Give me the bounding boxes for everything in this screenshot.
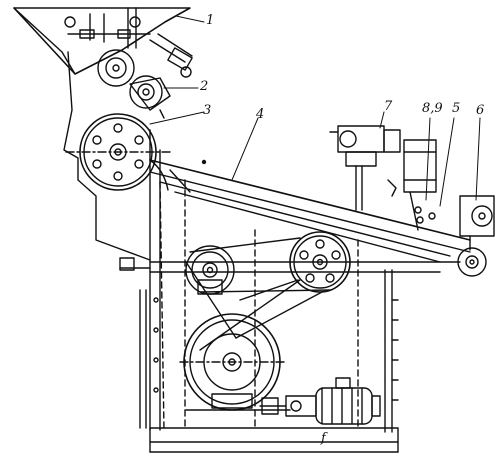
callout-3: 3 xyxy=(203,103,212,118)
inspection-head xyxy=(329,125,437,231)
main-drum xyxy=(65,113,171,191)
callout-5: 5 xyxy=(452,101,461,116)
machine-frame xyxy=(63,51,461,453)
callout-6: 6 xyxy=(476,103,485,118)
callout-7: 7 xyxy=(384,99,393,114)
feed-rollers xyxy=(97,33,193,119)
hopper xyxy=(13,7,191,75)
small-pulley xyxy=(185,245,235,295)
callout-8-9: 8,9 xyxy=(422,101,443,116)
callout-2: 2 xyxy=(200,79,209,94)
inclined-conveyor xyxy=(149,159,471,263)
conveyor-pulley xyxy=(289,231,351,293)
callout-1: 1 xyxy=(206,13,215,28)
end-rollers xyxy=(457,195,495,277)
electric-motor xyxy=(259,377,381,425)
callout-f: f xyxy=(321,431,326,446)
callout-4: 4 xyxy=(256,107,265,122)
flywheel xyxy=(179,313,291,411)
leader-lines xyxy=(149,15,481,207)
